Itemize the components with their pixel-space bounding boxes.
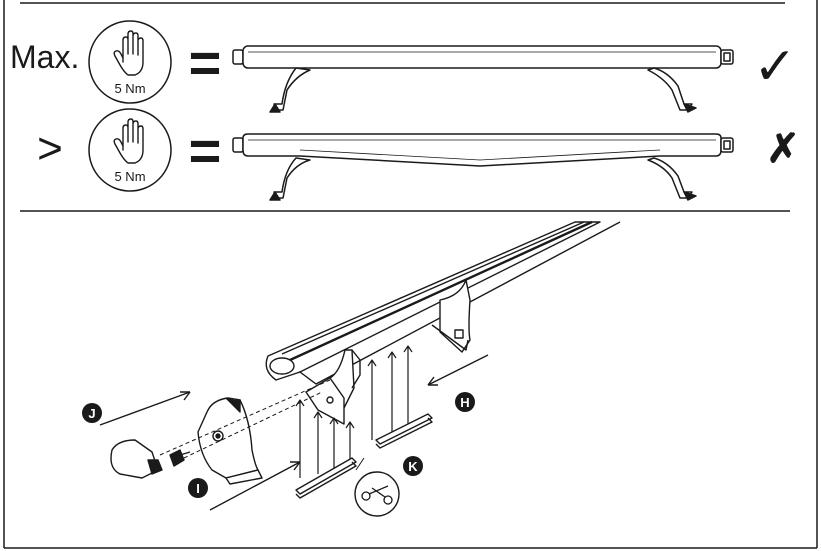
torque-value: 5 Nm <box>114 169 145 184</box>
row-prefix: Max. <box>10 39 79 75</box>
hand-icon <box>113 118 144 164</box>
scissors-icon <box>361 485 393 505</box>
equals-sign: = <box>189 31 222 94</box>
rubber-strip <box>375 413 433 445</box>
arrow-i <box>209 461 301 511</box>
assembly-drawing <box>99 220 621 511</box>
callout-letter: H <box>460 395 469 410</box>
insertion-arrows <box>295 345 413 478</box>
equals-sign: = <box>189 119 222 182</box>
checkmark-icon: ✓ <box>753 38 797 96</box>
torque-row-over: > 5 Nm = ✗ <box>37 108 800 201</box>
torque-value: 5 Nm <box>114 81 145 96</box>
callout-letter: I <box>196 481 200 496</box>
callout-h: H <box>455 392 475 412</box>
callout-k: K <box>403 456 423 476</box>
torque-row-max: Max. 5 Nm = ✓ <box>10 20 797 113</box>
roof-bar-profile <box>267 221 601 374</box>
callout-letter: K <box>408 459 418 474</box>
screw <box>169 449 185 467</box>
foot-cover <box>197 397 259 479</box>
arrow-h <box>427 354 489 386</box>
scissors-badge <box>354 457 400 517</box>
hand-icon <box>113 30 144 76</box>
torque-hand-badge: 5 Nm <box>88 20 172 104</box>
row-prefix: > <box>37 124 63 173</box>
torque-hand-badge: 5 Nm <box>88 108 172 192</box>
cross-icon: ✗ <box>766 127 800 171</box>
rubber-strip <box>295 457 357 495</box>
diagram-frame <box>3 0 818 549</box>
roof-bar-bent <box>232 133 734 201</box>
callout-j: J <box>82 403 102 423</box>
callout-letter: J <box>88 406 95 421</box>
callout-i: I <box>188 478 208 498</box>
arrow-j <box>99 391 191 426</box>
roof-bar-straight <box>232 45 734 113</box>
